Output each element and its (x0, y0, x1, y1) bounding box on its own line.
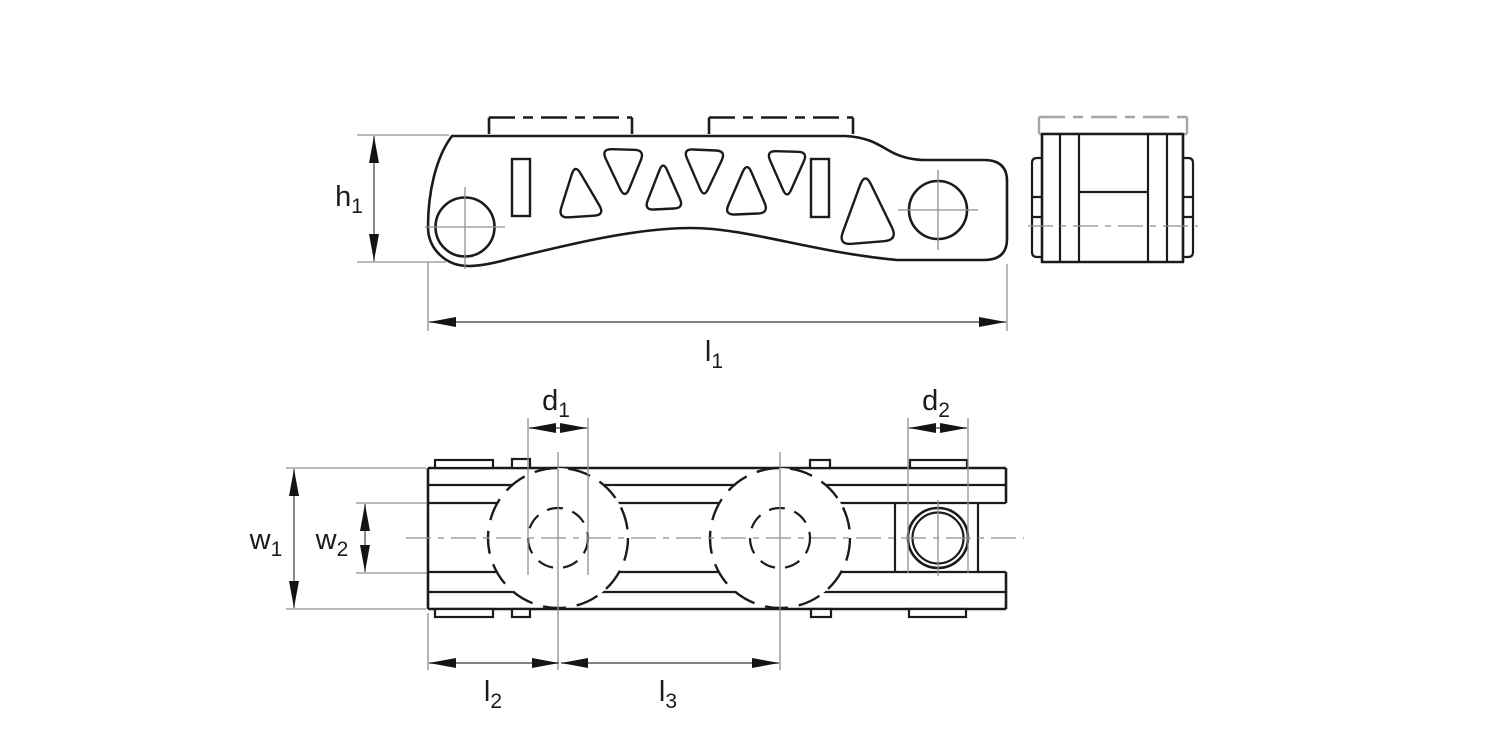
end-view-body (1040, 132, 1185, 264)
d1-arrow-left (529, 423, 556, 433)
l1-arrow-right (979, 317, 1006, 327)
side-view (425, 116, 1009, 269)
slot-right (809, 157, 831, 219)
l3-arrow-left (561, 658, 588, 668)
dimensions: h1 l1 d1 d2 (249, 134, 1008, 713)
tab-bottom-4 (907, 607, 968, 619)
d1-arrow-right (560, 423, 587, 433)
l2-label: l2 (484, 676, 502, 713)
dimension-d2: d2 (907, 385, 969, 573)
top-view-plate-lines (428, 483, 1006, 594)
w2-extension-lines (356, 502, 427, 574)
slot-left (510, 157, 532, 218)
tab-top-2 (510, 457, 532, 470)
l2-arrow-right (532, 658, 559, 668)
d2-extension-lines (907, 418, 969, 573)
tab-bottom-3 (809, 607, 833, 619)
cutout-triangle-4 (684, 148, 725, 195)
crossbar-left (487, 116, 634, 134)
w1-arrow-up (289, 469, 299, 496)
l1-arrow-left (429, 317, 456, 327)
l1-extension-lines (427, 262, 1008, 331)
cutout-triangle-6 (767, 149, 807, 196)
end-view-tab-right (1183, 156, 1195, 259)
w1-arrow-down (289, 581, 299, 608)
w1-label: w1 (249, 524, 283, 561)
l1-label: l1 (705, 336, 723, 373)
end-view (1028, 115, 1198, 264)
end-view-ribs (1058, 134, 1169, 262)
cutout-triangle-5 (725, 165, 768, 216)
tab-top-1 (433, 458, 495, 470)
dimension-w2: w2 (315, 502, 427, 574)
dimension-l2: l2 (427, 613, 559, 713)
w2-arrow-up (360, 504, 370, 531)
pin-hole-right-crosshair (898, 170, 978, 250)
d2-label: d2 (922, 385, 950, 422)
cutout-triangle-2 (603, 147, 644, 196)
w1-extension-lines (286, 467, 426, 610)
h1-arrow-down (369, 234, 379, 261)
tab-top-3 (808, 458, 832, 470)
l3-arrow-right (752, 658, 779, 668)
tab-bottom-2 (510, 607, 532, 619)
end-view-top-bar (1037, 115, 1189, 136)
tab-bottom-1 (433, 607, 495, 619)
pin-hole-left-crosshair (425, 187, 505, 269)
d1-extension-lines (527, 418, 589, 575)
cutout-triangle-3 (645, 164, 683, 211)
w2-label: w2 (315, 524, 349, 561)
h1-label: h1 (335, 181, 363, 218)
dimension-h1: h1 (335, 134, 449, 263)
top-view (406, 452, 1024, 670)
dimension-w1: w1 (249, 467, 426, 610)
h1-extension-lines (357, 134, 449, 263)
l2-arrow-left (429, 658, 456, 668)
l3-label: l3 (659, 676, 677, 713)
d1-label: d1 (542, 385, 570, 422)
tab-top-4 (908, 458, 969, 470)
end-view-tab-left (1030, 156, 1042, 259)
cutout-triangle-7 (840, 177, 895, 246)
crossbar-right (707, 116, 855, 134)
h1-arrow-up (369, 136, 379, 163)
dimension-l1: l1 (427, 262, 1008, 373)
dimension-d1: d1 (527, 385, 589, 575)
dimension-l3: l3 (561, 658, 779, 713)
cutout-triangle-1 (559, 167, 603, 219)
d2-arrow-left (909, 423, 936, 433)
d2-arrow-right (940, 423, 967, 433)
w2-arrow-down (360, 545, 370, 572)
